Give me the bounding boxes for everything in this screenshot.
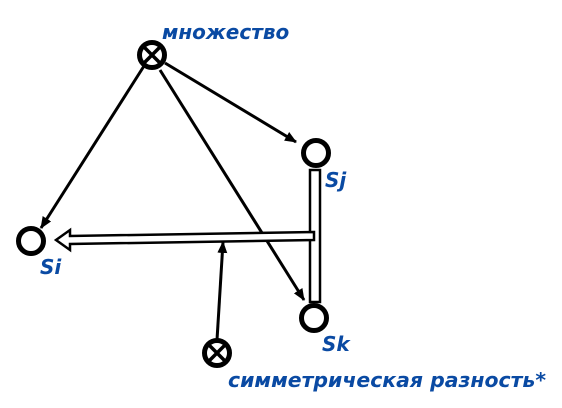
edge-set-to-si <box>39 65 146 229</box>
node-sk <box>299 303 329 333</box>
edge-set-to-sj <box>164 61 297 144</box>
label-symdiff: симметрическая разность* <box>228 368 547 392</box>
node-set <box>137 40 167 70</box>
label-set: множество <box>162 20 289 44</box>
node-sj <box>301 138 331 168</box>
label-si: Si <box>40 255 62 279</box>
edge-symdiff-to-junction <box>215 241 228 341</box>
node-symdiff <box>202 338 232 368</box>
edge-set-to-sk <box>158 69 306 301</box>
label-sk: Sk <box>322 332 351 356</box>
label-sj: Sj <box>325 168 347 192</box>
node-si <box>16 226 46 256</box>
edge-junction-to-si-double-arrow <box>53 227 316 253</box>
